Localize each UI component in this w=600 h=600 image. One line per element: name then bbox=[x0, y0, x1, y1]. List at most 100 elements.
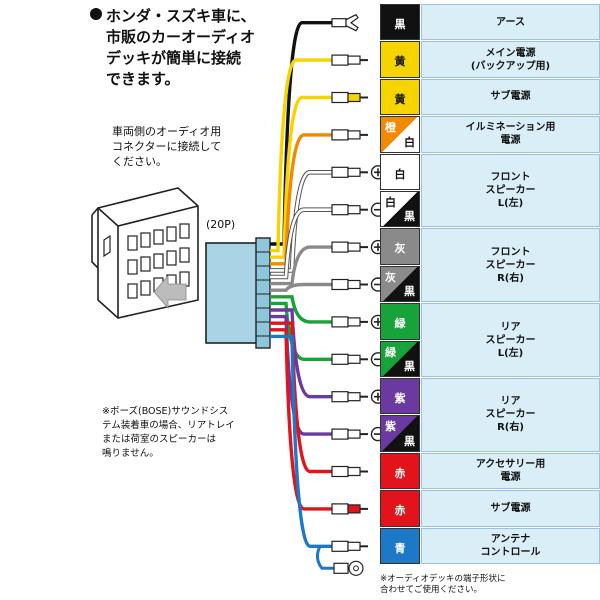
terminal-front-left-minus bbox=[331, 204, 368, 216]
swatch-label-top: 橙 bbox=[385, 121, 396, 135]
swatch-label: 黄 bbox=[394, 55, 406, 69]
terminal-rear-right-plus bbox=[331, 391, 368, 403]
description-line: R(右) bbox=[497, 272, 524, 284]
swatch-label: 黒 bbox=[394, 18, 406, 31]
swatch-label-bottom: 黒 bbox=[404, 359, 415, 373]
bose-note-line-4: 鳴りません。 bbox=[102, 448, 159, 459]
color-swatch-main-power: 黄 bbox=[380, 41, 420, 78]
instruction-line-2: コネクターに接続して bbox=[112, 140, 222, 153]
vehicle-connector-drawing bbox=[91, 187, 199, 319]
description-line: スピーカー bbox=[485, 184, 536, 196]
terminal-illumination bbox=[331, 129, 368, 141]
terminal-note-line-1: ※オーディオデッキの端子形状に bbox=[380, 574, 506, 584]
description-line: リア bbox=[500, 321, 521, 333]
ring-terminal-icon bbox=[315, 545, 364, 576]
description-sub-power: サブ電源 bbox=[421, 78, 600, 116]
color-swatch-accessory: 赤 bbox=[380, 452, 420, 490]
swatch-label-bottom: 白 bbox=[404, 135, 415, 149]
terminal-front-right-plus bbox=[331, 241, 368, 253]
swatch-label: 青 bbox=[394, 541, 406, 555]
description-line: (バックアップ用) bbox=[470, 60, 551, 72]
swatch-label-bottom: 黒 bbox=[404, 434, 415, 448]
description-line: スピーカー bbox=[485, 334, 536, 346]
bose-note: ※ボーズ(BOSE)サウンドシス テム装着車の場合、リアトレイ または荷室のスピ… bbox=[102, 405, 290, 461]
color-swatch-front-left-minus: 白黒 bbox=[380, 191, 420, 228]
description-line: サブ電源 bbox=[490, 502, 531, 514]
terminal-shape-note: ※オーディオデッキの端子形状に 合わせてご使用ください。 bbox=[380, 574, 600, 596]
description-line: スピーカー bbox=[485, 409, 536, 421]
description-line: コントロール bbox=[480, 546, 541, 558]
wire-rear-left-plus bbox=[270, 295, 332, 324]
swatch-label: 赤 bbox=[394, 504, 406, 518]
description-illumination: イルミネーション用電源 bbox=[421, 116, 600, 153]
swatch-label: 赤 bbox=[394, 466, 406, 480]
color-swatch-rear-right-plus: 紫 bbox=[380, 378, 420, 415]
description-line: L(左) bbox=[497, 197, 524, 209]
color-swatch-antenna-control: 青 bbox=[380, 527, 420, 564]
description-line: R(右) bbox=[497, 422, 524, 434]
terminal-front-left-plus bbox=[331, 166, 368, 178]
swatch-label: 灰 bbox=[394, 242, 406, 256]
swatch-label-top: 緑 bbox=[385, 345, 396, 359]
color-swatch-front-right-plus: 灰 bbox=[380, 228, 420, 265]
description-line: アンテナ bbox=[490, 533, 531, 545]
terminal-front-right-minus bbox=[331, 278, 368, 291]
description-line: アクセサリー用 bbox=[475, 458, 546, 470]
color-swatch-ground: 黒 bbox=[380, 4, 420, 41]
terminal-rear-left-minus bbox=[331, 353, 368, 365]
color-swatch-rear-left-minus: 緑黒 bbox=[380, 340, 420, 377]
wire-front-right-minus bbox=[270, 282, 332, 292]
description-line: サブ電源 bbox=[490, 91, 531, 103]
color-swatch-front-right-minus: 灰黒 bbox=[380, 265, 420, 303]
headline-line-1: ホンダ・スズキ車に、 bbox=[106, 7, 256, 25]
swatch-label-top: 白 bbox=[385, 196, 396, 209]
wire-front-left-minus bbox=[270, 208, 332, 279]
bose-note-line-3: または荷室のスピーカーは bbox=[102, 434, 217, 445]
wire-main-power bbox=[270, 58, 332, 253]
connect-direction-arrow bbox=[153, 274, 187, 310]
harness-connector-20p bbox=[205, 237, 271, 349]
swatch-label-top: 紫 bbox=[385, 420, 396, 434]
description-line: スピーカー bbox=[485, 259, 536, 271]
description-sub-power-acc: サブ電源 bbox=[421, 490, 600, 527]
wire-antenna-control bbox=[270, 334, 332, 548]
terminal-sub-power bbox=[331, 91, 368, 104]
wires-layer bbox=[270, 21, 332, 548]
color-swatch-front-left-plus: 白 bbox=[380, 153, 420, 190]
wire-rear-right-plus bbox=[270, 308, 332, 399]
pin-count-label: (20P) bbox=[206, 218, 236, 231]
terminal-note-line-2: 合わせてご使用ください。 bbox=[380, 585, 483, 595]
description-accessory: アクセサリー用電源 bbox=[421, 452, 600, 490]
description-line: アース bbox=[496, 16, 525, 28]
swatch-label: 緑 bbox=[394, 317, 406, 331]
description-main-power: メイン電源(バックアップ用) bbox=[421, 41, 600, 78]
wire-sub-power bbox=[270, 95, 332, 259]
description-ground: アース bbox=[421, 4, 600, 41]
wire-front-left-plus bbox=[270, 171, 332, 272]
color-swatch-illumination: 橙白 bbox=[380, 116, 420, 153]
terminal-accessory bbox=[331, 465, 368, 478]
swatch-label-bottom: 黒 bbox=[404, 210, 415, 224]
description-line: L(左) bbox=[497, 347, 524, 359]
wire-sub-power-acc bbox=[270, 328, 332, 511]
headline-line-2: 市販のカーオーディオ bbox=[106, 28, 255, 46]
headline-line-4: できます。 bbox=[106, 70, 180, 88]
description-line: メイン電源 bbox=[485, 47, 536, 59]
swatch-label: 紫 bbox=[394, 392, 406, 405]
instruction-line-3: ください。 bbox=[112, 155, 167, 168]
color-swatch-sub-power: 黄 bbox=[380, 78, 420, 116]
color-swatch-rear-right-minus: 紫黒 bbox=[380, 415, 420, 452]
terminal-antenna-control bbox=[331, 540, 368, 552]
headline: ホンダ・スズキ車に、 市販のカーオーディオ デッキが簡単に接続 できます。 bbox=[90, 6, 302, 90]
bose-note-line-1: ※ボーズ(BOSE)サウンドシス bbox=[102, 406, 229, 417]
description-line: フロント bbox=[490, 171, 531, 183]
color-swatch-sub-power-acc: 赤 bbox=[380, 490, 420, 527]
swatch-label-top: 灰 bbox=[385, 270, 396, 284]
headline-bullet bbox=[90, 8, 102, 20]
description-line: 電源 bbox=[500, 471, 521, 483]
description-line: フロント bbox=[490, 246, 531, 258]
headline-line-3: デッキが簡単に接続 bbox=[106, 49, 242, 67]
